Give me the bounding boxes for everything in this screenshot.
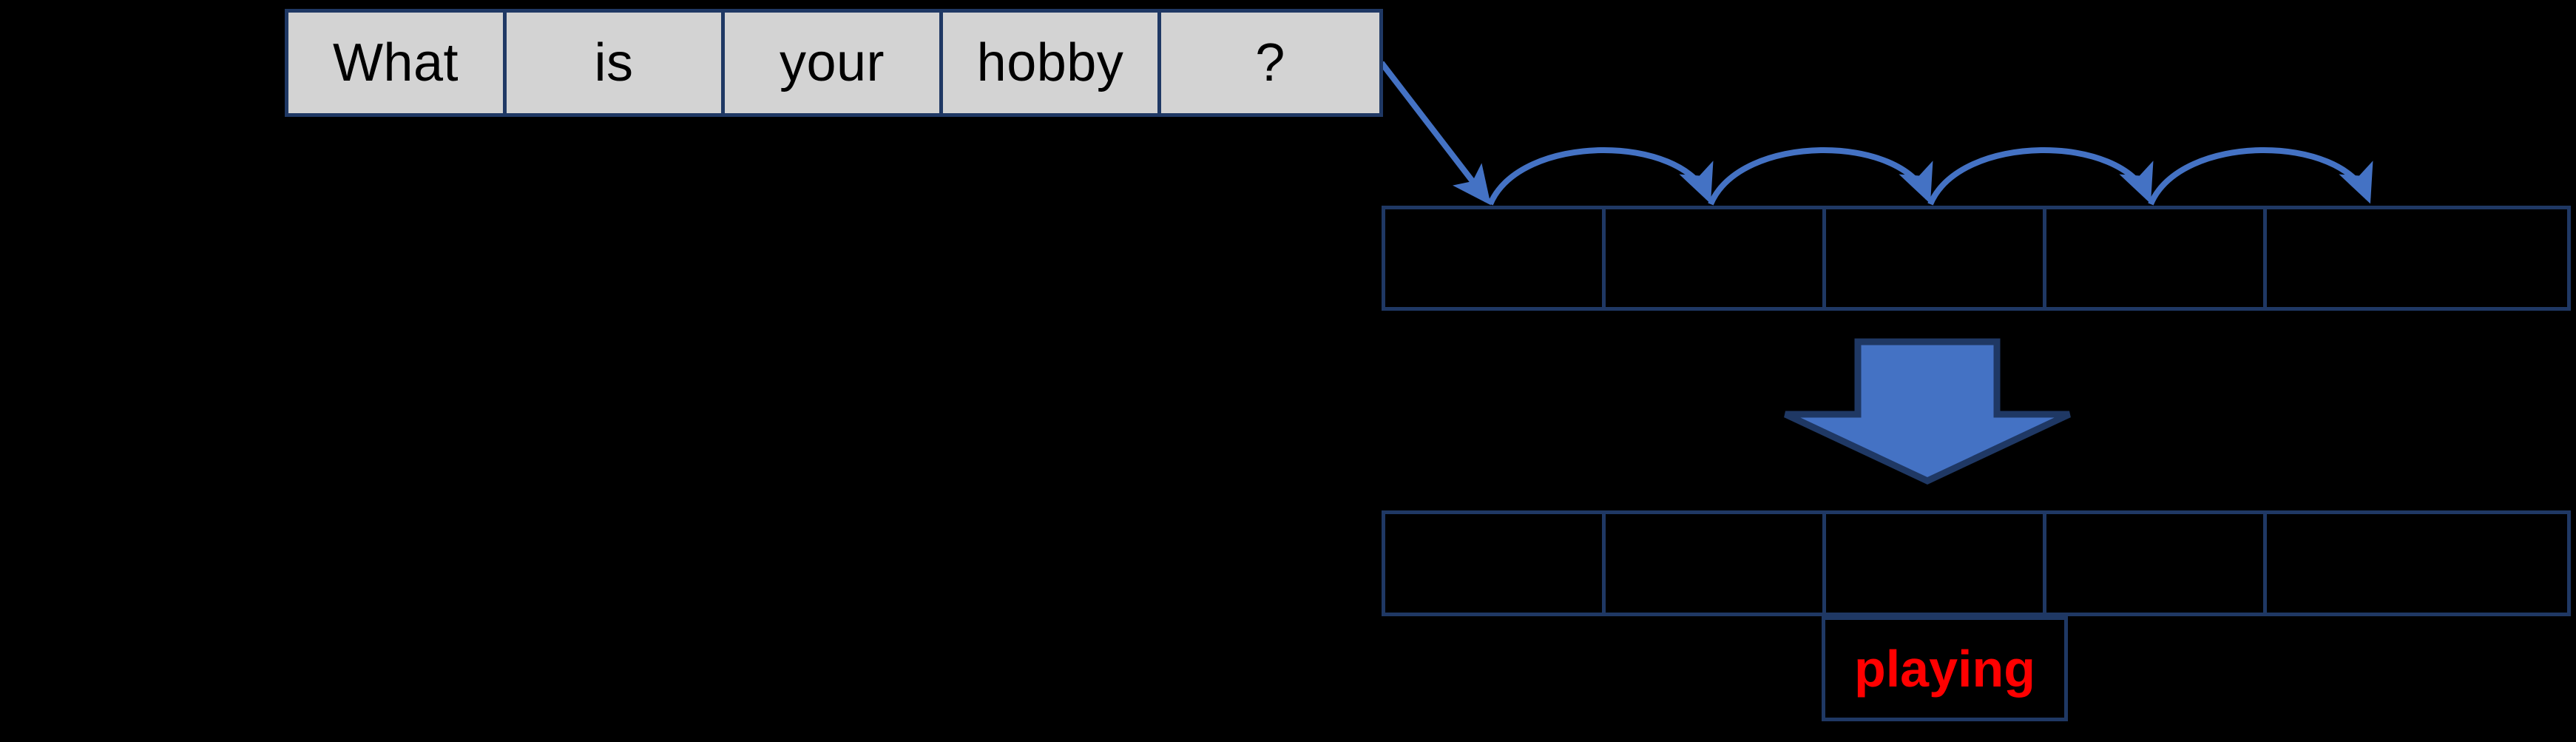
decoder-state-cell[interactable] xyxy=(1385,514,1606,613)
encoder-state-row xyxy=(1382,206,2571,311)
input-token-label: What xyxy=(332,33,459,92)
input-token-label: is xyxy=(594,33,634,92)
encoder-to-decoder-arrow xyxy=(1784,338,2071,485)
input-token-cell[interactable]: What xyxy=(288,13,507,113)
decoder-state-cell[interactable] xyxy=(2267,514,2567,613)
output-token-cell[interactable]: playing xyxy=(1822,616,2068,721)
input-token-cell[interactable]: hobby xyxy=(943,13,1161,113)
input-token-label: ? xyxy=(1255,33,1285,92)
recurrent-step-arc-2 xyxy=(1708,147,1933,206)
input-token-label: hobby xyxy=(976,33,1124,92)
encoder-state-cell[interactable] xyxy=(2267,209,2567,307)
encoder-state-cell[interactable] xyxy=(2046,209,2267,307)
encoder-state-cell[interactable] xyxy=(1606,209,1826,307)
output-token-label: playing xyxy=(1853,640,2036,698)
input-sentence-row: What is your hobby ? xyxy=(285,9,1383,117)
decoder-state-cell[interactable] xyxy=(2046,514,2267,613)
input-token-label: your xyxy=(779,33,885,92)
feed-into-encoder-arrow xyxy=(1379,61,1491,206)
decoder-state-cell[interactable] xyxy=(1606,514,1826,613)
input-token-cell[interactable]: ? xyxy=(1161,13,1379,113)
input-token-cell[interactable]: your xyxy=(725,13,943,113)
recurrent-step-arc-4 xyxy=(2148,147,2373,206)
encoder-state-cell[interactable] xyxy=(1826,209,2046,307)
recurrent-step-arc-1 xyxy=(1487,147,1714,206)
decoder-state-row xyxy=(1382,510,2571,616)
decoder-state-cell[interactable] xyxy=(1826,514,2046,613)
encoder-state-cell[interactable] xyxy=(1385,209,1606,307)
input-token-cell[interactable]: is xyxy=(507,13,725,113)
recurrent-step-arc-3 xyxy=(1927,147,2154,206)
